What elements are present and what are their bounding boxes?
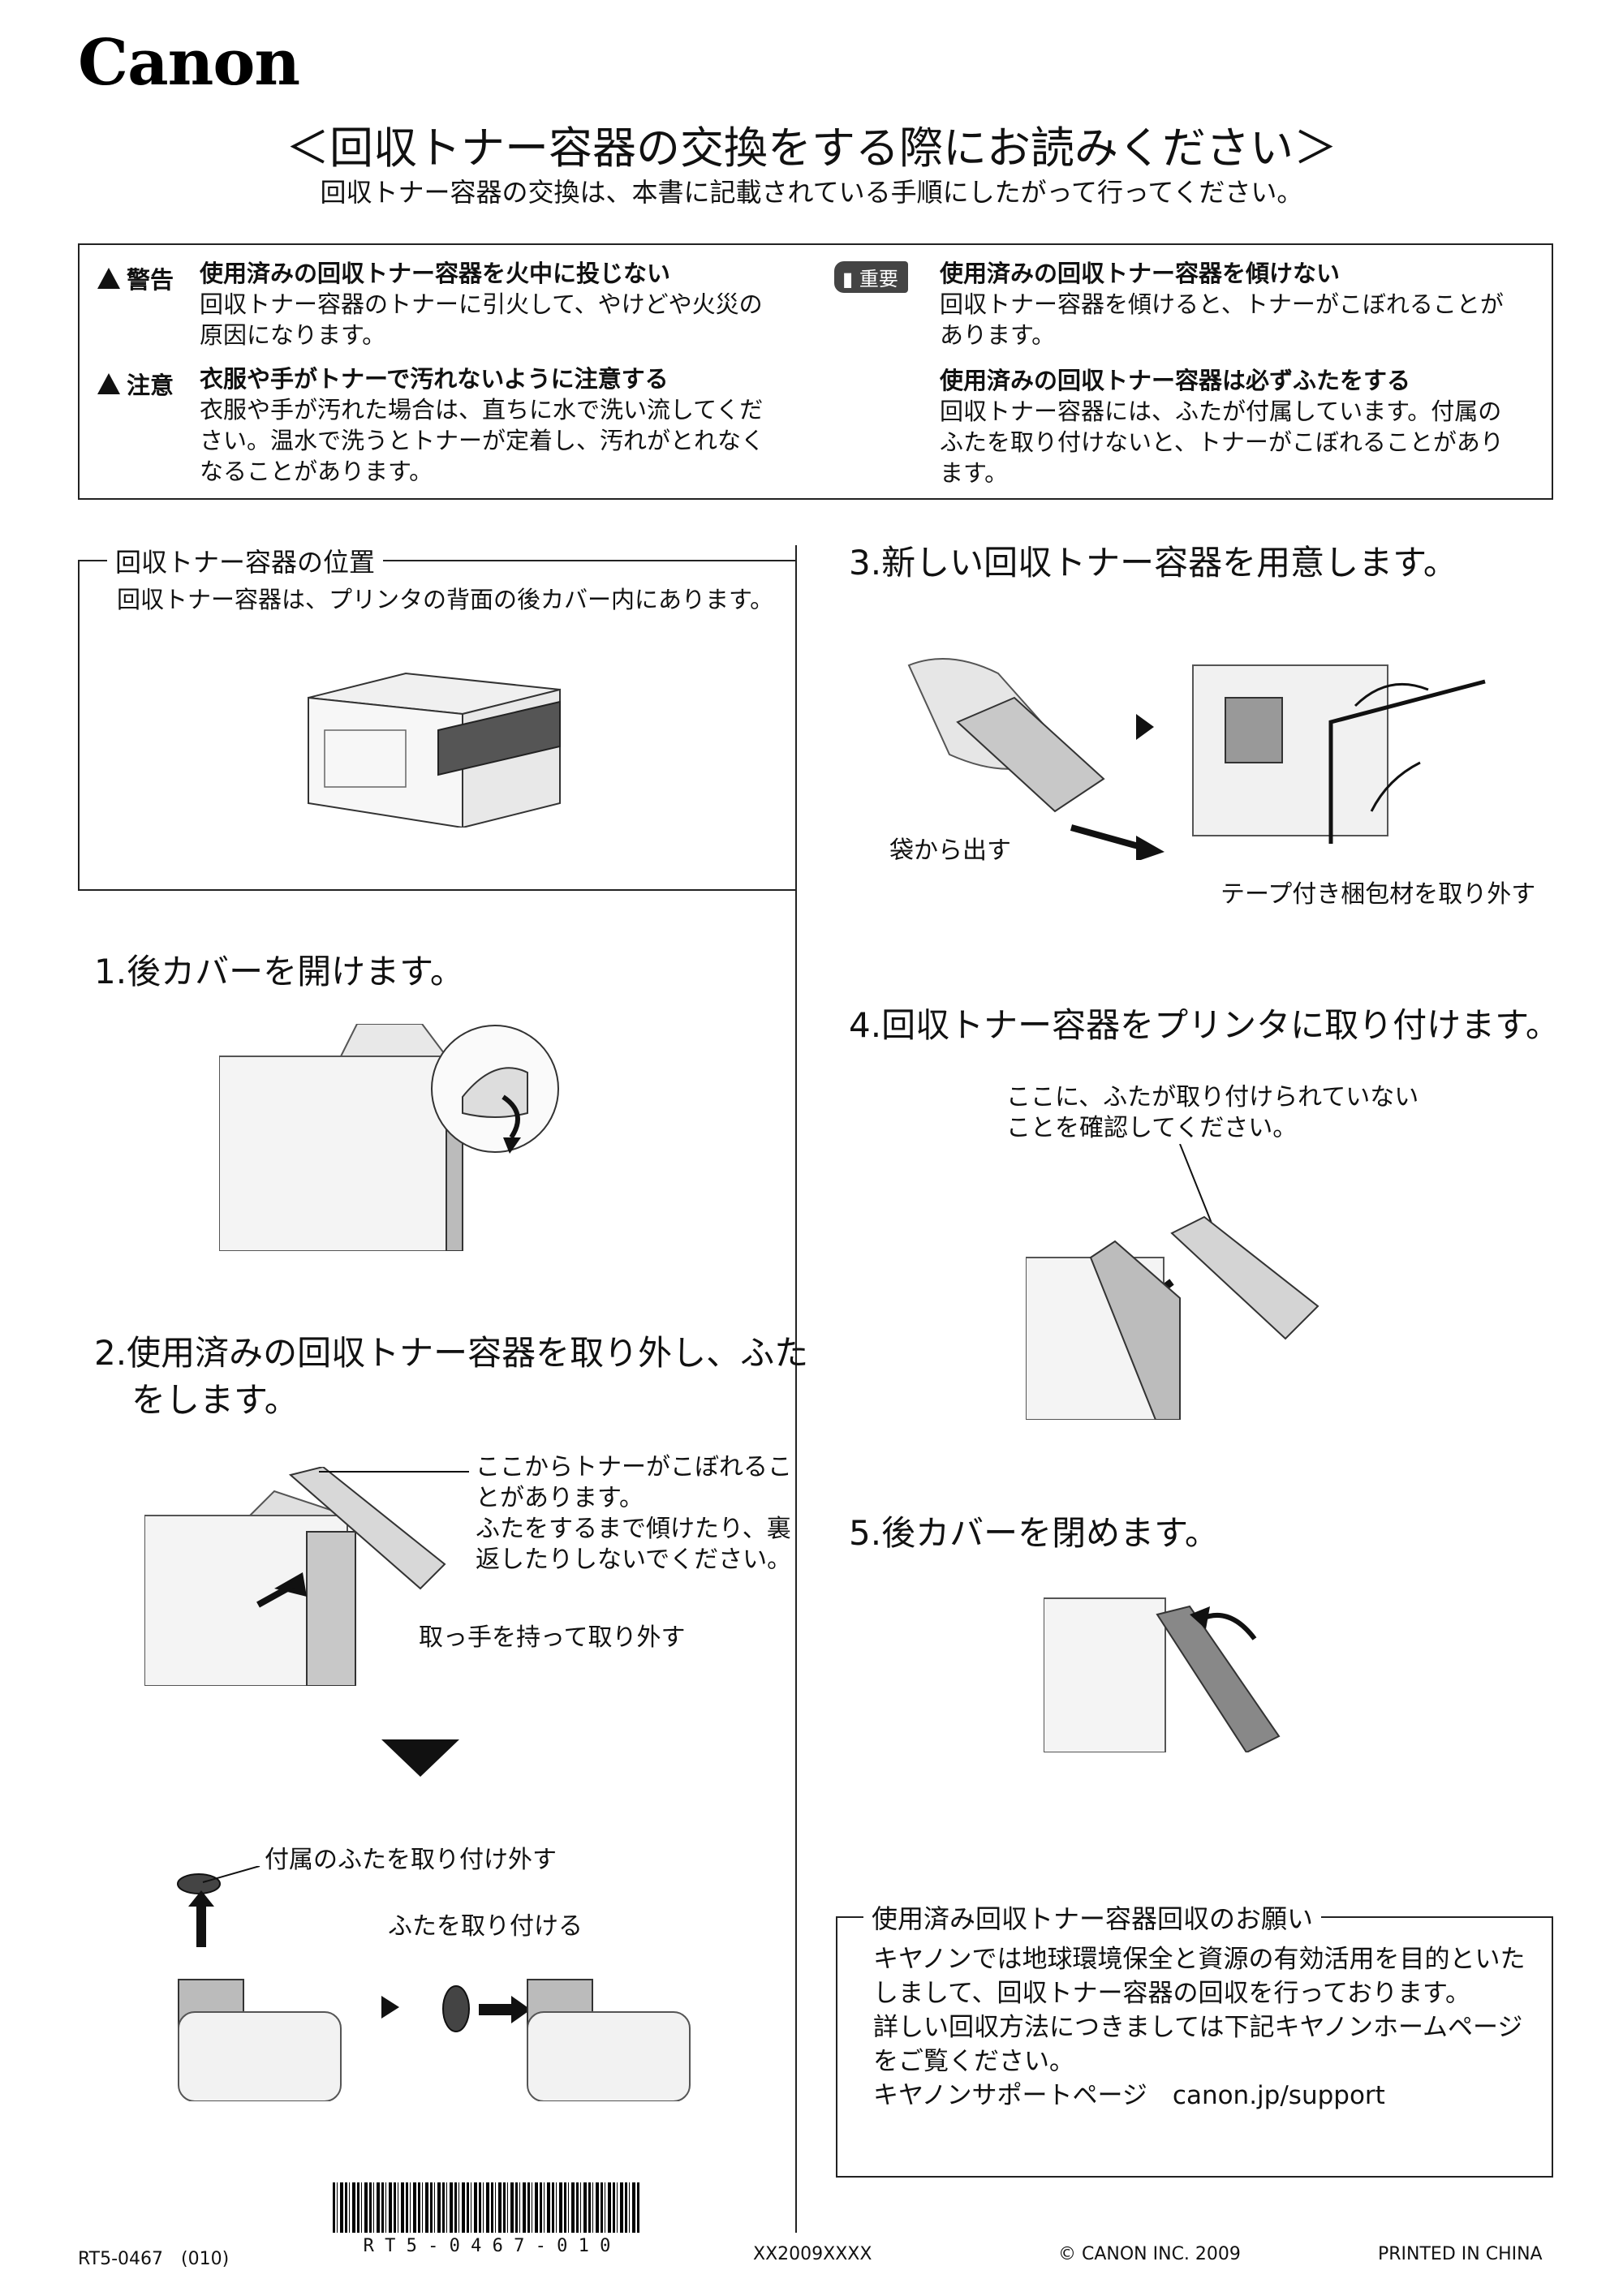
footer-code: RT5-0467 (010) (78, 2249, 230, 2269)
step-2-note-line: 返したりしないでください。 (476, 1546, 792, 1574)
caution-text: 衣服や手がトナーで汚れないように注意する 衣服や手が汚れた場合は、直ちに水で洗い… (200, 363, 865, 487)
location-text: 回収トナー容器は、プリンタの背面の後カバー内にあります。 (117, 586, 774, 613)
caution-line: 衣服や手が汚れた場合は、直ちに水で洗い流してくだ (200, 396, 764, 424)
step-2-note-line: とがあります。 (476, 1484, 644, 1512)
location-legend: 回収トナー容器の位置 (107, 542, 384, 579)
important-line: あります。 (940, 321, 1056, 349)
recycle-text: キヤノンでは地球環境保全と資源の有効活用を目的といた しまして、回収トナー容器の… (873, 1942, 1526, 2113)
step-2-heading-line-2: をします。 (131, 1380, 299, 1420)
page-subtitle: 回収トナー容器の交換は、本書に記載されている手順にしたがって行ってください。 (320, 177, 1303, 208)
down-arrow-icon (381, 1739, 459, 1777)
important-label: 重要 (859, 268, 898, 290)
step-1-heading: 1.後カバーを開けます。 (94, 952, 464, 991)
warning-line: 回収トナー容器のトナーに引火して、やけどや火災の (200, 290, 763, 318)
step-5-heading: 5.後カバーを閉めます。 (849, 1513, 1219, 1553)
important-line: 回収トナー容器を傾けると、トナーがこぼれることが (940, 290, 1504, 318)
step-2-cap-attach-label: ふたを取り付ける (388, 1912, 583, 1941)
step-2-grip-label: 取っ手を持って取り外す (419, 1623, 686, 1652)
important-tag: ▮ 重要 (834, 261, 908, 293)
recycle-line: 詳しい回収方法につきましては下記キヤノンホームページ (873, 2013, 1523, 2042)
important-badge: ▮ 重要 (834, 261, 908, 293)
printer-location-illustration (308, 672, 561, 828)
page-title: ＜回収トナー容器の交換をする際にお読みください＞ (286, 123, 1337, 174)
footer-copyright: © CANON INC. 2009 (1058, 2244, 1241, 2264)
step-3-tape-label: テープ付き梱包材を取り外す (1220, 880, 1536, 909)
step-2-cap-illustration (177, 1866, 691, 2101)
caution-line: なることがあります。 (200, 458, 433, 485)
important-line: ふたを取り付けないと、トナーがこぼれることがあり (940, 428, 1504, 456)
footer-printed: PRINTED IN CHINA (1378, 2244, 1543, 2264)
recycle-line: をご覧ください。 (873, 2047, 1074, 2076)
step-2-note-line: ここからトナーがこぼれるこ (476, 1453, 792, 1481)
warning-tag: 警告 (97, 261, 174, 295)
caution-triangle-icon (97, 373, 120, 394)
caution-label: 注意 (127, 372, 174, 399)
warning-line: 原因になります。 (200, 321, 386, 349)
footer-xx: XX2009XXXX (753, 2244, 872, 2264)
canon-logo: Canon (78, 26, 300, 100)
important-line: 回収トナー容器には、ふたが付属しています。付属の (940, 398, 1502, 425)
step-2-remove-illustration (144, 1467, 469, 1686)
barcode (333, 2182, 641, 2233)
important-head-2: 使用済みの回収トナー容器は必ずふたをする (940, 367, 1411, 394)
barcode-text: R T 5 - 0 4 6 7 - 0 1 0 (363, 2236, 611, 2256)
recycle-legend: 使用済み回収トナー容器回収のお願い (863, 1898, 1322, 1936)
step-1-illustration (219, 1024, 559, 1251)
step-5-illustration (1044, 1597, 1281, 1752)
step-2-heading-line-1: 2.使用済みの回収トナー容器を取り外し、ふた (94, 1333, 809, 1373)
recycle-line: キヤノンでは地球環境保全と資源の有効活用を目的といた (873, 1945, 1526, 1974)
step-2-note: ここからトナーがこぼれるこ とがあります。 ふたをするまで傾けたり、裏 返したり… (476, 1452, 792, 1576)
recycle-line: しまして、回収トナー容器の回収を行っております。 (873, 1979, 1470, 2008)
warning-text: 使用済みの回収トナー容器を火中に投じない 回収トナー容器のトナーに引火して、やけ… (200, 258, 865, 350)
location-box (78, 560, 797, 891)
step-3-heading: 3.新しい回収トナー容器を用意します。 (849, 543, 1457, 583)
step-3-illustration (907, 658, 1486, 860)
step-4-heading: 4.回収トナー容器をプリンタに取り付けます。 (849, 1005, 1560, 1045)
warning-box: 警告 使用済みの回収トナー容器を火中に投じない 回収トナー容器のトナーに引火して… (78, 243, 1553, 500)
step-4-note-line: ここに、ふたが取り付けられていない (1006, 1083, 1419, 1111)
caution-tag: 注意 (97, 367, 174, 401)
warning-triangle-icon (97, 268, 120, 289)
warning-head: 使用済みの回収トナー容器を火中に投じない (200, 260, 671, 287)
step-3-bag-label: 袋から出す (889, 836, 1011, 865)
important-line: ます。 (940, 459, 1009, 487)
caution-line: さい。温水で洗うとトナーが定着し、汚れがとれなく (200, 427, 765, 454)
step-4-note: ここに、ふたが取り付けられていない ことを確認してください。 (1006, 1082, 1419, 1144)
caution-head: 衣服や手がトナーで汚れないように注意する (200, 365, 669, 393)
recycle-line: キヤノンサポートページ canon.jp/support (873, 2081, 1385, 2110)
step-4-note-line: ことを確認してください。 (1006, 1114, 1298, 1142)
step-2-cap-remove-label: 付属のふたを取り付け外す (265, 1846, 557, 1874)
column-divider (795, 545, 797, 2233)
book-icon: ▮ (842, 268, 854, 290)
step-2-note-line: ふたをするまで傾けたり、裏 (476, 1515, 791, 1543)
step-4-illustration (1026, 1144, 1319, 1420)
warning-label: 警告 (127, 266, 174, 294)
important-head-1: 使用済みの回収トナー容器を傾けない (940, 260, 1341, 287)
important-text: 使用済みの回収トナー容器を傾けない 回収トナー容器を傾けると、トナーがこぼれるこ… (940, 258, 1540, 488)
